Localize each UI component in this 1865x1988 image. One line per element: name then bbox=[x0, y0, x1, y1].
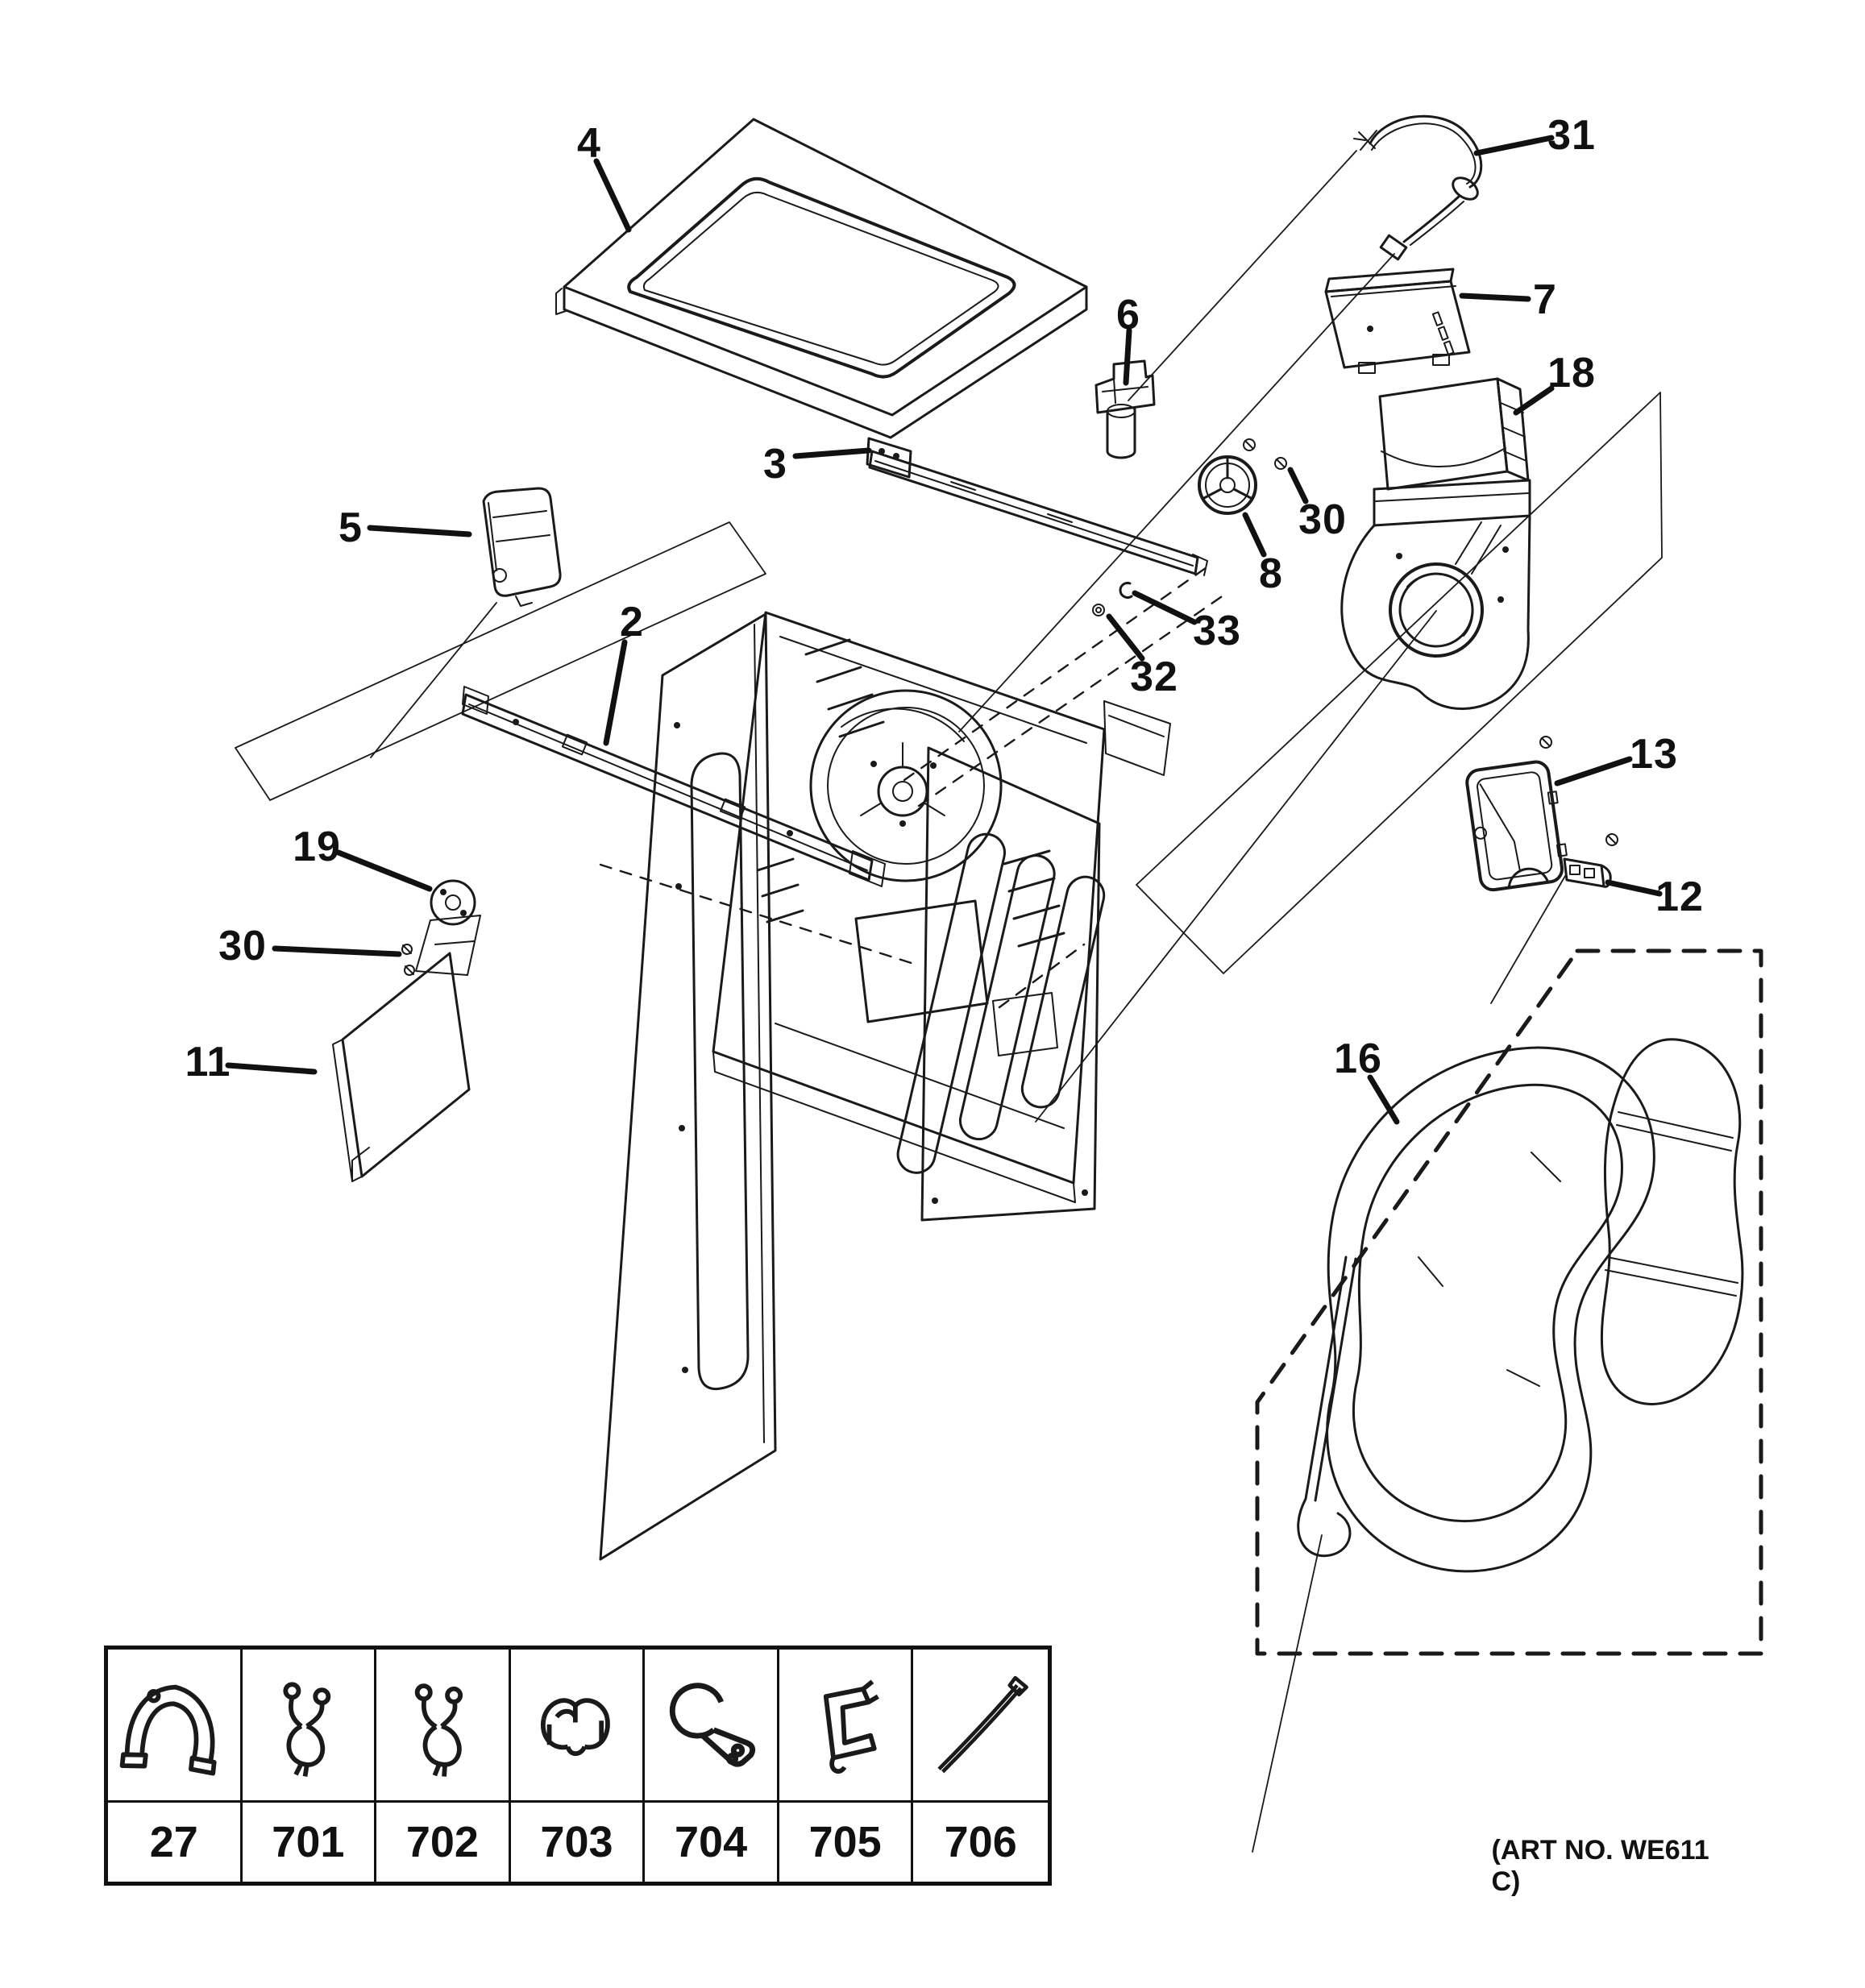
callout-6: 6 bbox=[1116, 292, 1140, 338]
control-board-part bbox=[1324, 268, 1471, 374]
top-rail-part bbox=[866, 437, 1208, 576]
callout-12: 12 bbox=[1655, 874, 1704, 920]
callout-31: 31 bbox=[1547, 112, 1596, 159]
insulation-panel-part bbox=[332, 952, 471, 1182]
heater-inset bbox=[1252, 948, 1763, 1853]
impeller-knob-part bbox=[1198, 455, 1257, 515]
table-num-704: 704 bbox=[645, 1803, 779, 1882]
callout-leaders bbox=[225, 135, 1663, 1125]
bracket-12-part bbox=[1563, 833, 1618, 888]
hose-clamp-icon bbox=[108, 1650, 243, 1803]
callout-30-left: 30 bbox=[218, 923, 267, 969]
wire-clip-icon bbox=[376, 1650, 511, 1803]
table-num-702: 702 bbox=[376, 1803, 511, 1882]
callout-5: 5 bbox=[339, 504, 363, 551]
callout-32: 32 bbox=[1130, 654, 1178, 700]
hardware-table: 27 701 702 703 704 705 706 bbox=[104, 1646, 1052, 1886]
wire-clip-icon bbox=[242, 1650, 377, 1803]
callout-16: 16 bbox=[1334, 1036, 1382, 1082]
roller-part bbox=[415, 879, 481, 976]
top-cover-part bbox=[555, 118, 1088, 439]
reference-planes bbox=[235, 150, 1663, 1123]
cabinet-assembly bbox=[599, 564, 1228, 1561]
art-number: (ART NO. WE611 C) bbox=[1491, 1835, 1709, 1897]
callout-8: 8 bbox=[1259, 550, 1283, 597]
switch-part bbox=[482, 487, 562, 607]
p-clamp-icon bbox=[645, 1650, 779, 1803]
table-num-27: 27 bbox=[108, 1803, 243, 1882]
table-num-706: 706 bbox=[944, 1818, 1017, 1866]
harness-clip-icon bbox=[510, 1650, 646, 1803]
callout-4: 4 bbox=[577, 120, 601, 167]
screw-30-left bbox=[401, 944, 415, 976]
blower-duct-part bbox=[1340, 377, 1531, 710]
square-clip-icon bbox=[779, 1650, 914, 1803]
cable-tie-icon bbox=[913, 1650, 1048, 1803]
callout-7: 7 bbox=[1533, 276, 1557, 323]
callout-3: 3 bbox=[763, 441, 787, 488]
thermostat-part bbox=[1094, 359, 1156, 459]
table-num-703: 703 bbox=[511, 1803, 646, 1882]
washer-32 bbox=[1092, 604, 1105, 616]
wire-harness-part bbox=[1353, 114, 1483, 261]
table-num-705: 705 bbox=[779, 1803, 914, 1882]
screw-30-right bbox=[1243, 438, 1287, 470]
lint-duct-part bbox=[1465, 736, 1568, 892]
front-rail-part bbox=[461, 686, 886, 887]
callout-18: 18 bbox=[1547, 350, 1596, 396]
callout-11: 11 bbox=[185, 1039, 231, 1085]
callout-19: 19 bbox=[293, 824, 341, 870]
callout-13: 13 bbox=[1630, 731, 1678, 778]
callout-2: 2 bbox=[620, 599, 644, 645]
callout-30-right: 30 bbox=[1298, 496, 1347, 543]
table-num-701: 701 bbox=[243, 1803, 377, 1882]
clip-33 bbox=[1119, 582, 1133, 599]
callout-33: 33 bbox=[1193, 608, 1241, 654]
vent-slats bbox=[756, 638, 1065, 948]
